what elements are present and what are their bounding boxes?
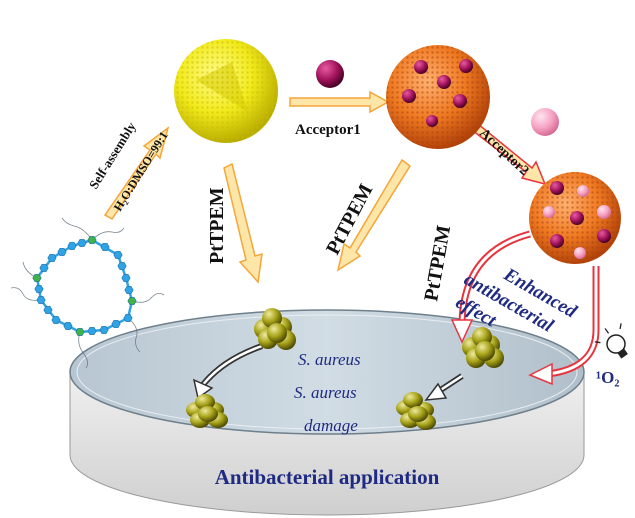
hexagon-unit xyxy=(67,242,77,250)
acceptor1-molecule xyxy=(316,60,344,88)
hexagon-unit xyxy=(75,328,85,336)
hexagon-unit xyxy=(43,306,53,314)
hexagon-unit xyxy=(32,274,42,282)
orange-nanoparticle-acceptor2 xyxy=(529,172,621,264)
hexagon-unit xyxy=(57,248,67,256)
hexagon-unit xyxy=(127,297,137,305)
bacteria-cluster-healthy xyxy=(254,308,296,350)
pttpem-label-3: PtTPEM xyxy=(420,223,455,302)
arrow-damage-right xyxy=(424,373,464,401)
acceptor2-label: Acceptor2 xyxy=(476,126,531,179)
acceptor2-molecule xyxy=(531,108,559,136)
arrow-acceptor2 xyxy=(470,122,547,186)
hexagon-unit xyxy=(117,262,127,270)
hexagon-unit xyxy=(124,286,134,294)
hexagon-unit xyxy=(47,254,57,262)
hexagon-unit xyxy=(87,327,97,335)
hexagon-vertices xyxy=(32,236,137,336)
light-bulb-icon xyxy=(594,323,628,359)
bacteria-cluster-healthy-right xyxy=(462,327,504,368)
hexagonal-macrocycle-structure xyxy=(10,217,165,369)
hexagon-unit xyxy=(121,274,131,282)
hexagon-unit xyxy=(63,322,73,330)
hexagon-unit xyxy=(36,296,46,304)
hexagon-unit xyxy=(99,326,109,334)
acceptor1-label: Acceptor1 xyxy=(295,122,361,138)
hexagon-unit xyxy=(87,236,97,244)
hexagon-unit xyxy=(111,320,121,328)
s-aureus-label-1: S. aureus xyxy=(298,350,361,369)
singlet-oxygen-label: ¹O₂ xyxy=(596,368,619,387)
arrow-acceptor1 xyxy=(289,90,390,114)
hexagon-unit xyxy=(39,264,49,272)
pttpem-label-1: PtTPEM xyxy=(206,187,228,264)
bacteria-cluster-damaged-left xyxy=(186,394,228,428)
arrow-pttpem-2 xyxy=(336,158,412,272)
hexagon-unit xyxy=(113,251,123,259)
arrow-pttpem-1 xyxy=(223,162,263,284)
yellow-nanoparticle xyxy=(174,39,278,143)
arrow-self-assembly xyxy=(103,126,170,220)
hexagon-unit xyxy=(34,285,44,293)
arrow-damage-left xyxy=(192,343,263,400)
hexagon-unit xyxy=(77,239,87,247)
hexagon-unit xyxy=(123,314,133,322)
hexagon-unit xyxy=(100,243,110,251)
s-aureus-label-2: S. aureus xyxy=(294,383,357,402)
orange-nanoparticle-acceptor1 xyxy=(386,45,490,149)
arrow-enhanced-effect xyxy=(528,266,600,386)
hexagon-unit xyxy=(51,316,61,324)
footer-title: Antibacterial application xyxy=(215,465,440,489)
arrow-pttpem-3 xyxy=(450,230,531,344)
damage-label: damage xyxy=(304,416,358,435)
bacteria-cluster-damaged-right xyxy=(396,392,436,430)
